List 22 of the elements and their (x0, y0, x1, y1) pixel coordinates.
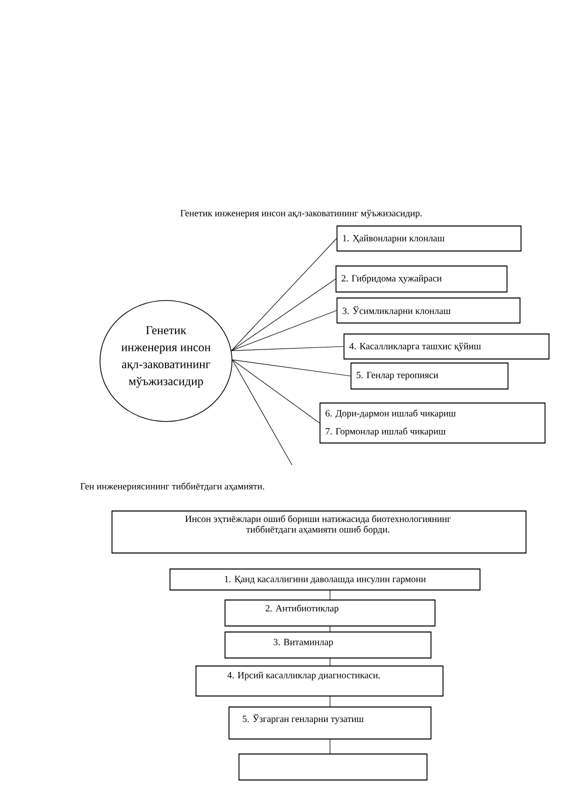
connector-line (231, 238, 337, 351)
text-box: 1. Қанд касаллигини даволашда инсулин гармони (170, 568, 480, 590)
connector-line (231, 346, 344, 351)
title: Генетик инженерия инсон ақл-заковатининг мўъжизасидир. (180, 210, 422, 218)
section-heading: Ген инженериясининг тиббиётдаги аҳамияти. (80, 482, 264, 492)
connector-line (231, 310, 337, 351)
text-box: 5. Ўзгарган генларни тузатиш (228, 706, 432, 740)
connector-line (232, 360, 351, 376)
connector-line (232, 360, 292, 466)
text-box: 1. Ҳайвонларни клонлаш (336, 226, 522, 252)
text-box: 4. Ирсий касалликлар диагностикаси. (196, 666, 444, 696)
text-box: 5. Генлар теропияси (350, 362, 508, 390)
connector-line (232, 360, 320, 424)
text-box: 3. Ўсимликларни клонлаш (336, 298, 520, 324)
empty-box (238, 754, 428, 780)
text-box: 6. Дори-дармон ишлаб чикариш 7. Гормонлар ишлаб чикариш (320, 402, 546, 444)
text-box: 4. Касалликларга ташхис қўйиш (344, 334, 550, 360)
text-box: 2. Гибридома ҳужайраси (336, 266, 508, 292)
text-box: Инсон эҳтиёжлари ошиб бориши натижасида биотехнологиянинг тиббиётдаги аҳамияти ошиб борди. (112, 510, 526, 554)
text-box: 3. Витаминлар (224, 632, 432, 658)
text-box: 2. Антибиотиклар (224, 600, 436, 626)
connector-line (231, 278, 336, 351)
